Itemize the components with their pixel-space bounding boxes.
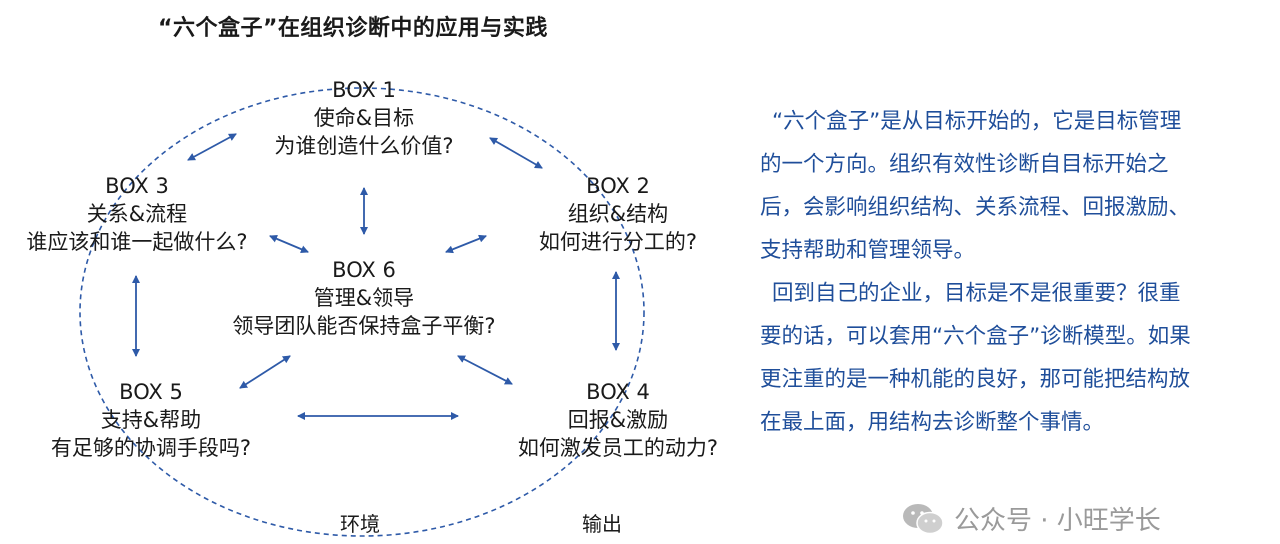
- box-5-name: 支持&帮助: [100, 408, 202, 432]
- page-title: “六个盒子”在组织诊断中的应用与实践: [158, 16, 548, 41]
- arrow-box6-box5: [239, 355, 291, 389]
- description-paragraph-1: “六个盒子”是从目标开始的，它是目标管理的一个方向。组织有效性诊断自目标开始之后…: [760, 109, 1191, 263]
- arrow-box6-box4: [457, 355, 513, 385]
- box-3-question: 谁应该和谁一起做什么?: [26, 230, 248, 254]
- arrow-box1-box2: [489, 137, 543, 169]
- box-1-label: BOX 1: [332, 78, 396, 102]
- box-3-name: 关系&流程: [86, 202, 188, 226]
- box-2-name: 组织&结构: [567, 202, 669, 226]
- box-4-question: 如何激发员工的动力?: [517, 436, 719, 460]
- box-5-question: 有足够的协调手段吗?: [50, 436, 252, 460]
- box-3: BOX 3 关系&流程 谁应该和谁一起做什么?: [6, 172, 268, 256]
- box-3-label: BOX 3: [105, 174, 169, 198]
- box-4: BOX 4 回报&激励 如何激发员工的动力?: [490, 378, 746, 462]
- box-6-name: 管理&领导: [313, 286, 415, 310]
- arrow-box3-box6: [269, 235, 309, 253]
- box-2-question: 如何进行分工的?: [538, 230, 698, 254]
- arrow-box1-box3: [187, 133, 237, 161]
- box-1-name: 使命&目标: [313, 106, 415, 130]
- box-5: BOX 5 支持&帮助 有足够的协调手段吗?: [20, 378, 282, 462]
- wechat-icon: [903, 503, 944, 534]
- box-2-label: BOX 2: [586, 174, 650, 198]
- box-5-label: BOX 5: [119, 380, 183, 404]
- output-label: 输出: [582, 512, 622, 536]
- description-paragraph-2: 回到自己的企业，目标是不是很重要？很重要的话，可以套用“六个盒子”诊断模型。如果…: [760, 281, 1191, 435]
- box-6: BOX 6 管理&领导 领导团队能否保持盒子平衡?: [196, 256, 532, 340]
- environment-label: 环境: [340, 512, 380, 536]
- box-6-question: 领导团队能否保持盒子平衡?: [232, 314, 496, 338]
- box-2: BOX 2 组织&结构 如何进行分工的?: [500, 172, 736, 256]
- description-text: “六个盒子”是从目标开始的，它是目标管理的一个方向。组织有效性诊断自目标开始之后…: [760, 100, 1200, 444]
- watermark-text: 公众号 · 小旺学长: [954, 506, 1161, 536]
- box-4-label: BOX 4: [586, 380, 650, 404]
- box-4-name: 回报&激励: [567, 408, 669, 432]
- box-1: BOX 1 使命&目标 为谁创造什么价值?: [244, 76, 484, 160]
- environment-ellipse: [79, 87, 645, 537]
- arrow-box2-box6: [445, 234, 487, 254]
- box-6-label: BOX 6: [332, 258, 396, 282]
- box-1-question: 为谁创造什么价值?: [274, 134, 454, 158]
- watermark: 公众号 · 小旺学长: [900, 500, 1161, 537]
